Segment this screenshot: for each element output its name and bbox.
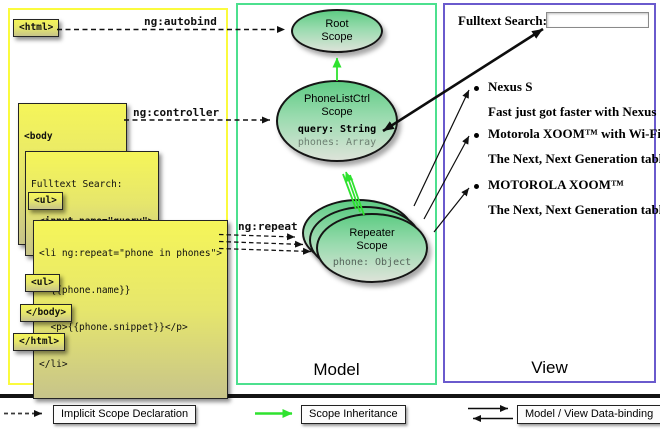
- model-panel: Model: [236, 3, 437, 385]
- html-open-box: <html>: [13, 19, 60, 38]
- phonelistctrl-scope-props: query: String phones: Array: [298, 123, 376, 149]
- legend-databinding-arrows: [468, 405, 513, 422]
- phone-name: Motorola XOOM™ with Wi-Fi: [488, 126, 660, 141]
- ng-autobind-label: ng:autobind: [144, 15, 217, 28]
- bullet-icon: [474, 184, 479, 189]
- code-line: {{phone.name}}: [39, 284, 131, 296]
- legend-scope-inheritance-box: Scope Inheritance: [301, 405, 406, 424]
- phone-name: Nexus S: [488, 79, 533, 94]
- phone-prop: phone: Object: [332, 257, 412, 269]
- phone-snippet: The Next, Next Generation tablet.: [488, 151, 660, 166]
- bullet-icon: [474, 133, 479, 138]
- model-panel-label: Model: [313, 360, 360, 379]
- code-line: <p>{{phone.snippet}}</p>: [39, 321, 188, 333]
- ng-repeat-label: ng:repeat: [238, 220, 298, 233]
- html-close-box: </html>: [13, 333, 66, 352]
- code-line: Fulltext Search:: [31, 178, 123, 190]
- repeater-scope-title: Repeater Scope: [349, 226, 395, 252]
- ul-open-box: <ul>: [28, 192, 63, 211]
- query-prop: query: String: [297, 123, 377, 135]
- phone-name: MOTOROLA XOOM™: [488, 177, 624, 192]
- phone-snippet: The Next, Next Generation tablet.: [488, 202, 660, 217]
- legend-data-binding-box: Model / View Data-binding: [517, 405, 660, 424]
- legend-implicit-scope-box: Implicit Scope Declaration: [53, 405, 197, 424]
- legend-separator-line: [0, 394, 660, 398]
- root-scope-ellipse: Root Scope: [291, 9, 383, 53]
- fulltext-search-input[interactable]: [546, 12, 649, 28]
- fulltext-search-label: Fulltext Search:: [458, 13, 547, 28]
- view-panel: View: [443, 3, 656, 383]
- code-line: <li ng:repeat="phone in phones">: [39, 247, 223, 259]
- phonelistctrl-scope-ellipse: PhoneListCtrl Scope query: String phones…: [276, 80, 398, 162]
- phones-prop: phones: Array: [297, 136, 377, 148]
- root-scope-title: Root Scope: [321, 18, 353, 43]
- ul-close-box: <ul>: [25, 274, 60, 293]
- phone-snippet: Fast just got faster with Nexus S.: [488, 104, 660, 119]
- code-line: <body: [24, 130, 53, 142]
- code-line: </li>: [39, 358, 68, 370]
- view-panel-label: View: [531, 358, 568, 377]
- bullet-icon: [474, 86, 479, 91]
- phonelistctrl-scope-title: PhoneListCtrl Scope: [303, 93, 371, 118]
- ng-controller-label: ng:controller: [133, 106, 220, 119]
- body-close-box: </body>: [20, 304, 73, 323]
- repeater-scope-ellipse: Repeater Scope phone: Object: [316, 213, 428, 283]
- repeater-scope-props: phone: Object: [333, 256, 411, 269]
